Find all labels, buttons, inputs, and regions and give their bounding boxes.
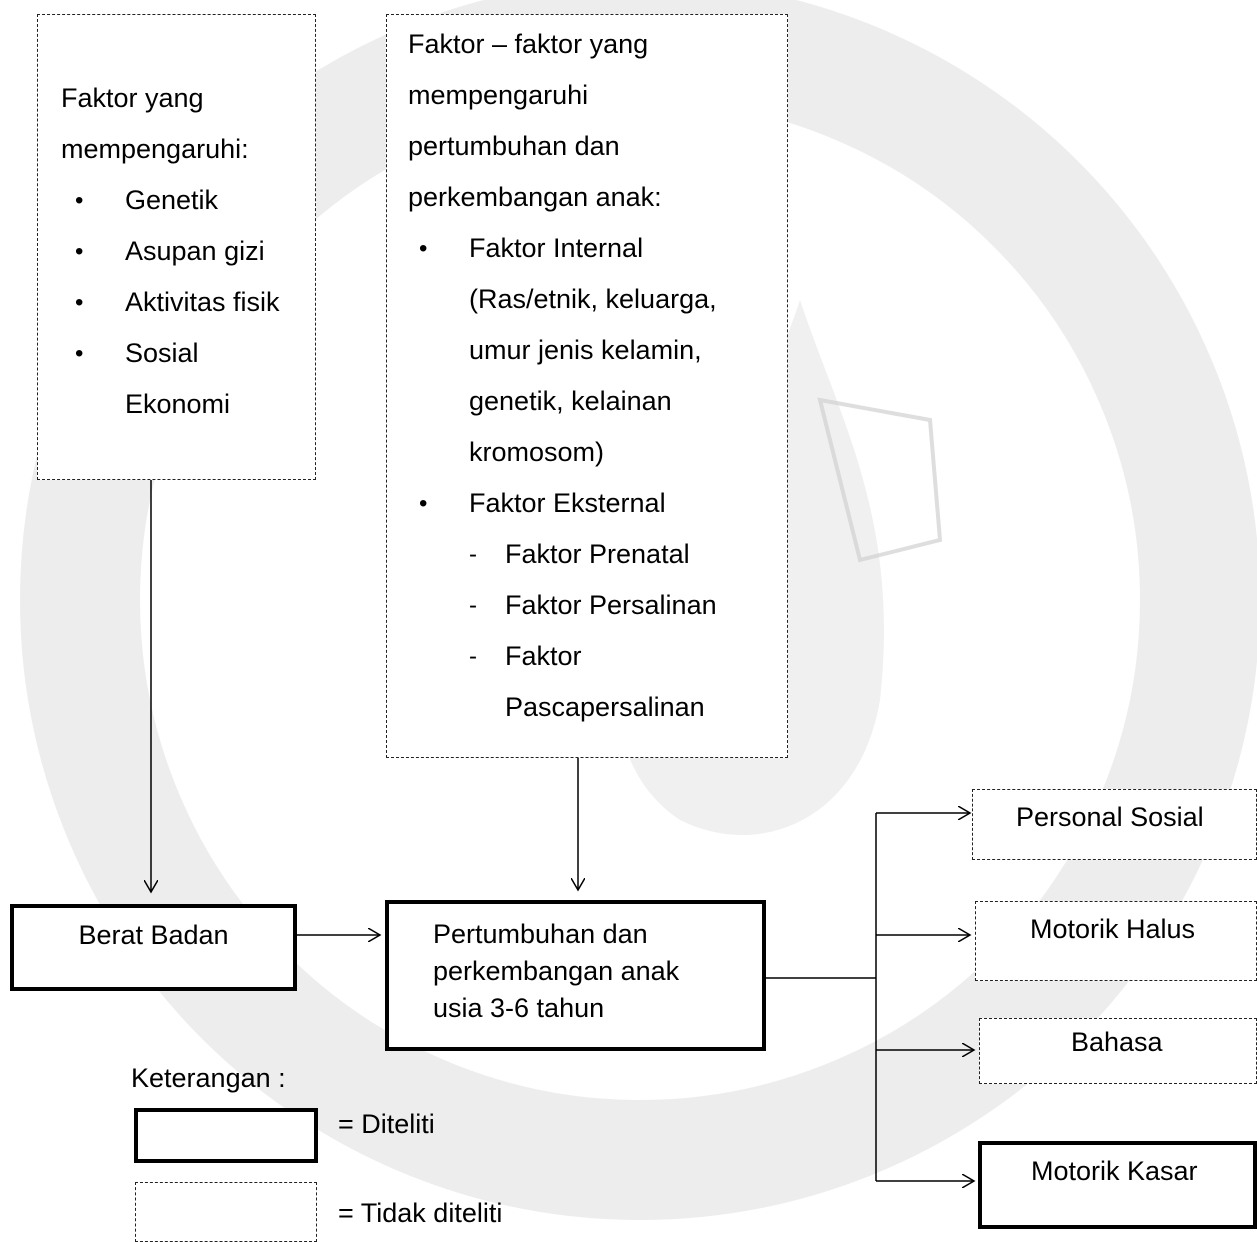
faktor-box-middle: Faktor – faktor yang mempengaruhi pertum…	[386, 14, 788, 758]
middle-box-heading: Faktor – faktor yang mempengaruhi pertum…	[408, 29, 662, 212]
faktor-box-left: Faktor yang mempengaruhi: Genetik Asupan…	[37, 14, 316, 480]
left-box-heading: Faktor yang mempengaruhi:	[61, 83, 249, 164]
list-item: Faktor Prenatal	[469, 529, 787, 580]
external-title: Faktor Eksternal	[469, 488, 666, 518]
outcome-label: Bahasa	[1071, 1027, 1163, 1057]
legend-solid-swatch	[134, 1108, 318, 1163]
outcome-label: Motorik Kasar	[1031, 1156, 1198, 1186]
outcome-motorik-kasar: Motorik Kasar	[978, 1141, 1257, 1229]
pertumbuhan-label: Pertumbuhan dan perkembangan anak usia 3…	[433, 919, 680, 1023]
berat-badan-box: Berat Badan	[10, 904, 297, 991]
outcome-label: Personal Sosial	[1016, 802, 1204, 832]
list-item: Faktor Pascapersalinan	[469, 631, 725, 733]
outcome-motorik-halus: Motorik Halus	[975, 901, 1257, 981]
legend-title: Keterangan :	[131, 1063, 286, 1093]
list-item: Aktivitas fisik	[67, 277, 315, 328]
list-item: Genetik	[67, 175, 315, 226]
outcome-label: Motorik Halus	[1030, 914, 1196, 944]
legend-solid-label: = Diteliti	[338, 1109, 435, 1139]
list-item: Faktor Persalinan	[469, 580, 787, 631]
list-item: Asupan gizi	[67, 226, 315, 277]
internal-detail: (Ras/etnik, keluarga, umur jenis kelamin…	[469, 284, 717, 467]
internal-title: Faktor Internal	[469, 233, 644, 263]
berat-badan-label: Berat Badan	[78, 920, 229, 950]
list-item-internal: Faktor Internal (Ras/etnik, keluarga, um…	[411, 223, 787, 478]
outcome-bahasa: Bahasa	[979, 1018, 1257, 1084]
list-item: Sosial Ekonomi	[67, 328, 275, 430]
pertumbuhan-box: Pertumbuhan dan perkembangan anak usia 3…	[385, 900, 766, 1051]
outcome-personal-sosial: Personal Sosial	[972, 789, 1257, 860]
legend-dashed-swatch	[135, 1182, 317, 1242]
list-item-external: Faktor Eksternal Faktor Prenatal Faktor …	[411, 478, 787, 733]
legend-dashed-label: = Tidak diteliti	[338, 1198, 503, 1228]
